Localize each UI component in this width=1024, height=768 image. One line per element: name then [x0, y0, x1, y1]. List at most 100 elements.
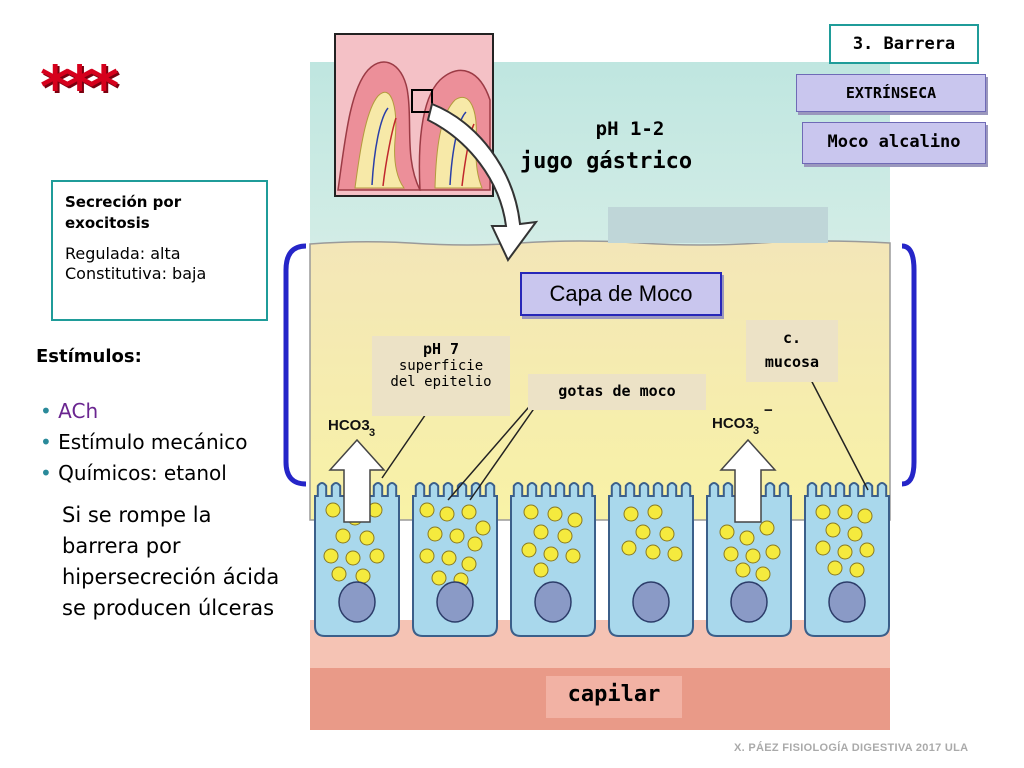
mucus-granule: [439, 506, 455, 522]
stimuli-title: Estímulos:: [36, 346, 142, 367]
hco3-label-right: HCO3: [712, 415, 754, 432]
barrier-title-box: 3. Barrera: [829, 24, 979, 64]
importance-stars: ***: [40, 53, 119, 121]
mucus-granule: [837, 544, 853, 560]
epithelial-cell: [804, 482, 890, 637]
mucus-granule: [745, 548, 761, 564]
mucus-granule: [419, 548, 435, 564]
epithelial-cell: [706, 482, 792, 637]
mucus-granule: [755, 566, 771, 582]
hco3-subscript-left: 3: [369, 427, 375, 439]
secretion-constitutive: Constitutiva: baja: [65, 264, 207, 283]
stimulus-item: Químicos: etanol: [40, 458, 247, 489]
hco3-arrow-left: [328, 438, 386, 523]
zoom-arrow: [426, 102, 539, 262]
gastric-fold-inset: [334, 33, 494, 197]
mucus-granule: [521, 542, 537, 558]
gastric-juice-label: jugo gástrico: [519, 149, 693, 174]
right-bracket: [901, 243, 917, 487]
mucus-granule: [739, 530, 755, 546]
lamina-propria: [310, 620, 890, 668]
mucus-granule: [849, 562, 865, 578]
mucus-layer-label: Capa de Moco: [520, 272, 722, 316]
epithelial-cell: [412, 482, 498, 637]
mucus-granule: [557, 528, 573, 544]
hco3-subscript-right: 3: [753, 425, 759, 437]
mucus-granule: [523, 504, 539, 520]
lumen-ph: pH 1-2: [595, 118, 665, 140]
epithelium-line2: del epitelio: [390, 374, 492, 390]
epithelium-ph: pH 7: [422, 340, 460, 358]
mucus-granule: [765, 544, 781, 560]
epithelium-surface: superficie: [398, 358, 484, 374]
mucus-granule: [621, 540, 637, 556]
cell-nucleus: [730, 581, 768, 623]
epithelial-cell: [608, 482, 694, 637]
mucus-granule: [467, 536, 483, 552]
mucus-granule: [837, 504, 853, 520]
hco3-arrow-right: [719, 438, 777, 523]
mucus-granule: [565, 548, 581, 564]
stimulus-item: Estímulo mecánico: [40, 427, 247, 458]
secretion-regulated: Regulada: alta: [65, 244, 181, 263]
mucus-granule: [533, 562, 549, 578]
mucus-granule: [847, 526, 863, 542]
left-bracket: [283, 243, 307, 487]
secretion-title: Secreción por exocitosis: [65, 193, 182, 232]
cell-nucleus: [828, 581, 866, 623]
mucus-granule: [857, 508, 873, 524]
hco3-label-left: HCO3: [328, 417, 370, 434]
mucus-granule: [623, 506, 639, 522]
stimuli-list: ACh Estímulo mecánico Químicos: etanol: [40, 396, 247, 489]
mucus-granule: [323, 548, 339, 564]
mucus-granule: [815, 504, 831, 520]
ulcer-text: Si se rompe la barrera por hipersecreció…: [62, 503, 280, 620]
epithelial-cell: [510, 482, 596, 637]
mucous-cell-label: c. mucosa: [746, 320, 838, 382]
mucus-granule: [659, 526, 675, 542]
epithelium-ph-label: pH 7 superficie del epitelio: [372, 336, 510, 416]
mucus-granule: [461, 504, 477, 520]
mucus-granule: [359, 530, 375, 546]
cell-nucleus: [436, 581, 474, 623]
mucus-granule: [335, 528, 351, 544]
mucus-granule: [645, 544, 661, 560]
cell-nucleus: [534, 581, 572, 623]
cell-nucleus: [632, 581, 670, 623]
hco3-charge-right: −: [764, 402, 773, 419]
mucus-granule: [635, 524, 651, 540]
mucus-granule: [427, 526, 443, 542]
pointer-lines: [381, 377, 869, 501]
mucus-granule: [441, 550, 457, 566]
mucus-granule: [449, 528, 465, 544]
mucus-granule: [431, 570, 447, 586]
epithelial-cells: [314, 482, 890, 637]
mucus-granule: [461, 556, 477, 572]
mucous-cell-line1: c.: [782, 329, 802, 347]
mucus-granule: [331, 566, 347, 582]
mucus-granule: [719, 524, 735, 540]
mucus-granule: [815, 540, 831, 556]
stimulus-item: ACh: [40, 396, 247, 427]
mucus-granule: [345, 550, 361, 566]
extrinsic-box: EXTRÍNSECA: [796, 74, 986, 112]
alkaline-mucus-box: Moco alcalino: [802, 122, 986, 164]
mucus-granule: [355, 568, 371, 584]
mucus-granule: [533, 524, 549, 540]
mucus-granule: [567, 512, 583, 528]
mucus-granule: [543, 546, 559, 562]
capillary-label: capilar: [546, 676, 682, 718]
mucus-granule: [547, 506, 563, 522]
footer-credit: X. PÁEZ FISIOLOGÍA DIGESTIVA 2017 ULA: [734, 742, 969, 754]
mucus-granule: [667, 546, 683, 562]
mucus-granule: [475, 520, 491, 536]
mucus-granule: [825, 522, 841, 538]
cell-nucleus: [338, 581, 376, 623]
mucous-cell-line2: mucosa: [764, 353, 820, 371]
mucus-granule: [369, 548, 385, 564]
mucus-granule: [723, 546, 739, 562]
mucus-granule: [419, 502, 435, 518]
secretion-box: Secreción por exocitosis Regulada: alta …: [51, 180, 268, 321]
surface-highlight: [608, 207, 828, 243]
